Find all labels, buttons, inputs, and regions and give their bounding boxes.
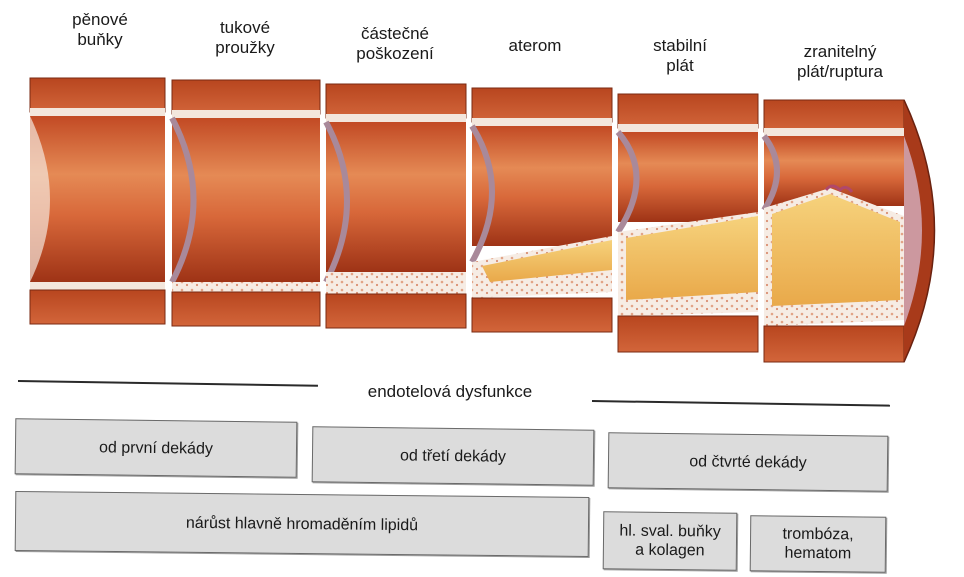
vessel-segment-3 xyxy=(326,84,466,328)
stage-label-fatty-streaks: tukové proužky xyxy=(190,18,300,58)
stage-label-stable-plaque: stabilní plát xyxy=(620,36,740,76)
vessel-segment-4 xyxy=(472,88,612,332)
onset-box-first-decade: od první dekády xyxy=(15,418,298,477)
mechanism-box-smooth-muscle-collagen: hl. sval. buňky a kolagen xyxy=(603,511,738,570)
stage-label-atheroma: aterom xyxy=(480,36,590,56)
stage-label-foam-cells: pěnové buňky xyxy=(45,10,155,50)
stage-label-vulnerable-plaque: zranitelný plát/ruptura xyxy=(770,42,910,82)
onset-box-fourth-decade: od čtvrté dekády xyxy=(608,432,889,491)
vessel-segment-1 xyxy=(30,78,165,324)
vessel-segment-6 xyxy=(764,100,935,362)
onset-box-third-decade: od třetí dekády xyxy=(312,426,595,485)
vessel-segment-2 xyxy=(172,80,320,326)
mechanism-box-lipid-accumulation: nárůst hlavně hromaděním lipidů xyxy=(15,491,590,557)
vessel-segment-5 xyxy=(618,94,758,352)
dysfunction-label: endotelová dysfunkce xyxy=(325,382,575,402)
stage-label-partial-damage: částečné poškození xyxy=(330,24,460,64)
mechanism-box-thrombosis-hematoma: trombóza, hematom xyxy=(750,515,887,572)
